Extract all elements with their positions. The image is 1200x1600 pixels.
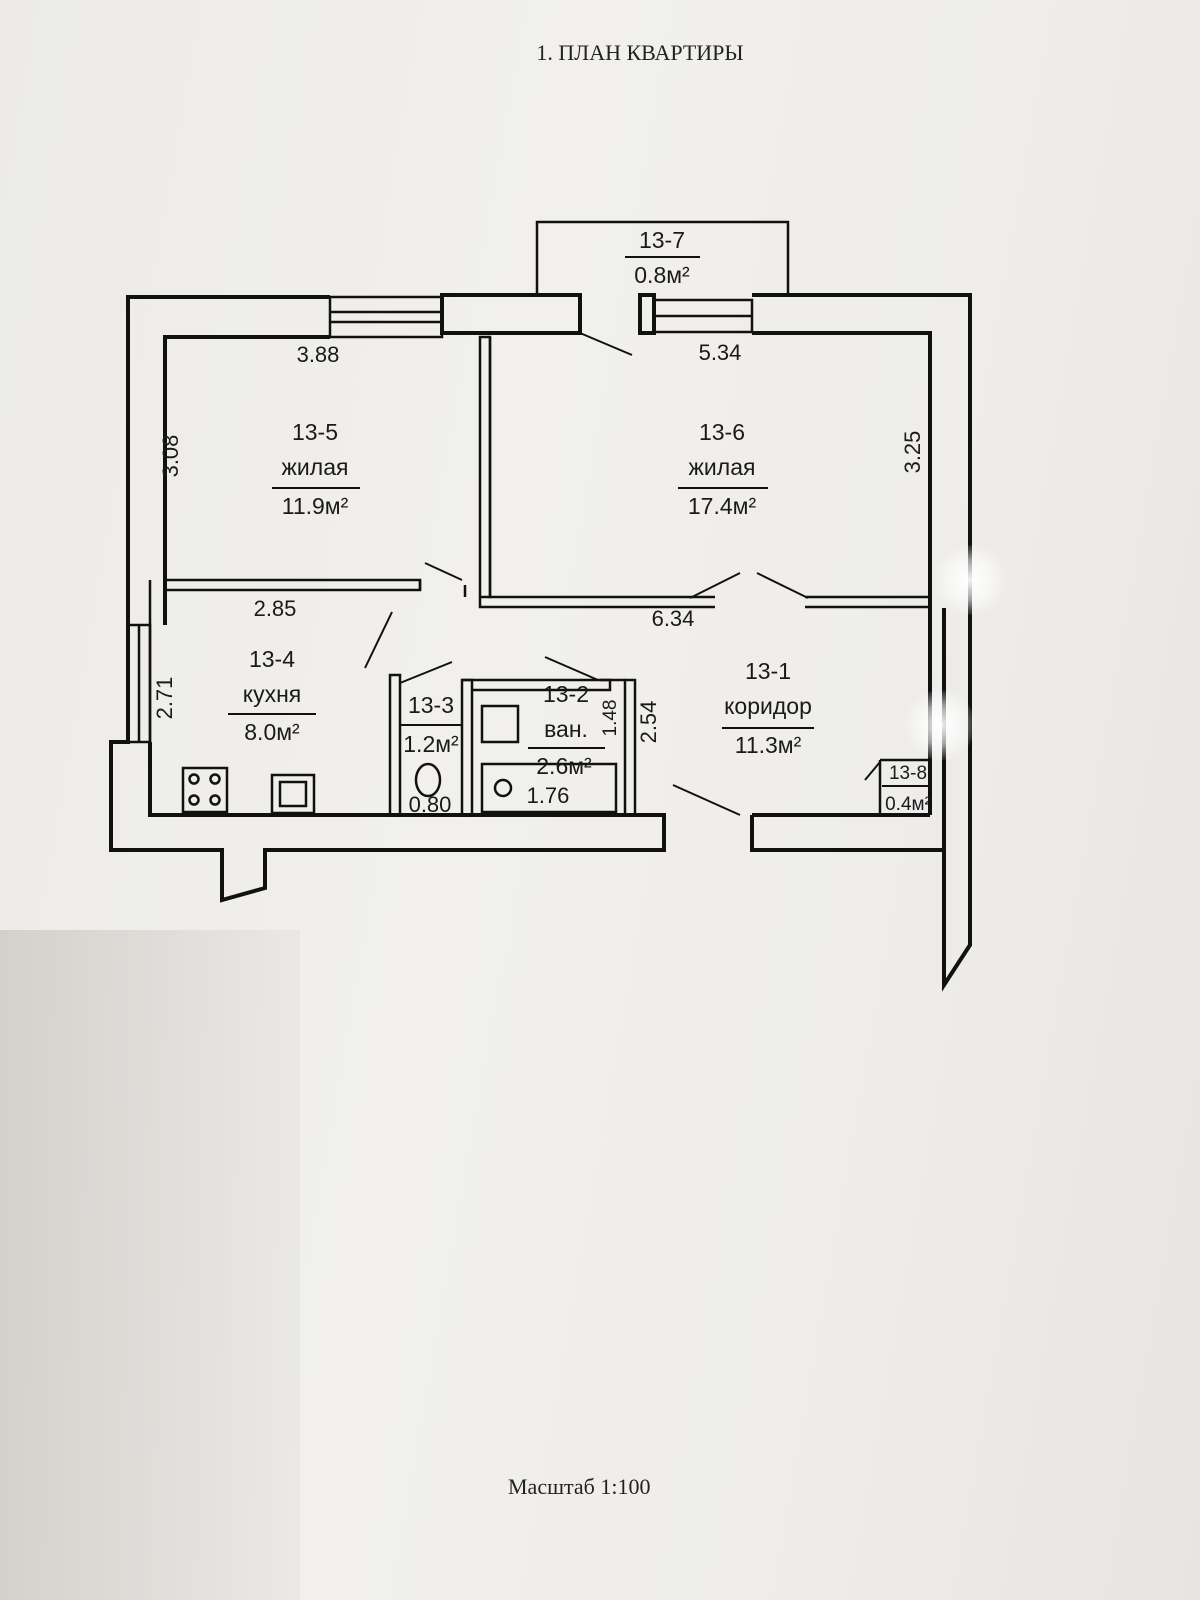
bathtub-icon [480,762,618,814]
room-13-7-area: 0.8м² [634,262,690,288]
dim-2-71: 2.71 [152,677,177,720]
wall-right [752,293,972,992]
shadow-overlay [0,930,300,1600]
room-13-1: 13-1 коридор 11.3м² [722,658,814,758]
room-13-6: 13-6 жилая 17.4м² [678,419,768,519]
wall-left-top [126,295,330,625]
wall-partition-vertical [478,335,492,599]
sink-icon [270,773,316,815]
scale-label: Масштаб 1:100 [508,1474,651,1499]
plan-title: 1. ПЛАН КВАРТИРЫ [536,40,744,65]
room-13-7-number: 13-7 [639,227,685,253]
washbasin-icon [480,704,520,744]
dim-3-08: 3.08 [158,435,183,478]
room-13-1-area: 11.3м² [735,732,802,758]
room-13-4-area: 8.0м² [244,719,300,745]
room-13-3-number: 13-3 [408,692,454,718]
room-13-6-area: 17.4м² [688,493,757,519]
room-13-4-name: кухня [243,681,301,707]
dim-1-48: 1.48 [600,700,621,737]
room-13-2-area: 2.6м² [536,753,592,779]
room-13-8: 13-8 0.4м² [882,763,931,815]
room-13-5-name: жилая [282,454,349,480]
stove-icon [181,766,229,814]
room-13-8-number: 13-8 [889,763,927,784]
dim-6-34: 6.34 [652,606,695,631]
room-13-5-area: 11.9м² [282,493,349,519]
doors [364,332,881,816]
fixtures [181,704,618,815]
room-13-2-name: ван. [544,716,588,742]
toilet-icon [414,762,442,798]
room-13-6-number: 13-6 [699,419,745,445]
dim-2-54: 2.54 [636,701,661,744]
dim-5-34: 5.34 [699,340,742,365]
room-13-4: 13-4 кухня 8.0м² [228,646,316,745]
room-13-3: 13-3 1.2м² [400,692,462,757]
room-13-2-number: 13-2 [543,681,589,707]
room-13-6-name: жилая [689,454,756,480]
room-13-3-area: 1.2м² [403,731,459,757]
dimensions: 3.88 5.34 3.08 3.25 2.85 6.34 2.71 2.54 … [152,340,925,817]
light-glare [905,690,975,760]
balcony-outline [535,220,790,297]
room-13-7: 13-7 0.8м² [625,227,700,288]
wall-pier [440,293,582,335]
dim-3-88: 3.88 [297,342,340,367]
room-13-1-number: 13-1 [745,658,791,684]
walls [109,220,972,992]
room-13-5-number: 13-5 [292,419,338,445]
room-13-4-number: 13-4 [249,646,295,672]
room-13-2: 13-2 ван. 2.6м² [528,681,605,779]
dim-0-80: 0.80 [409,792,452,817]
dim-3-25: 3.25 [900,431,925,474]
dim-2-85: 2.85 [254,596,297,621]
window-left [328,295,444,339]
room-13-5: 13-5 жилая 11.9м² [272,419,360,519]
room-13-1-name: коридор [724,693,812,719]
room-13-8-area: 0.4м² [885,794,931,815]
light-glare [935,545,1005,615]
dim-1-76: 1.76 [527,783,570,808]
